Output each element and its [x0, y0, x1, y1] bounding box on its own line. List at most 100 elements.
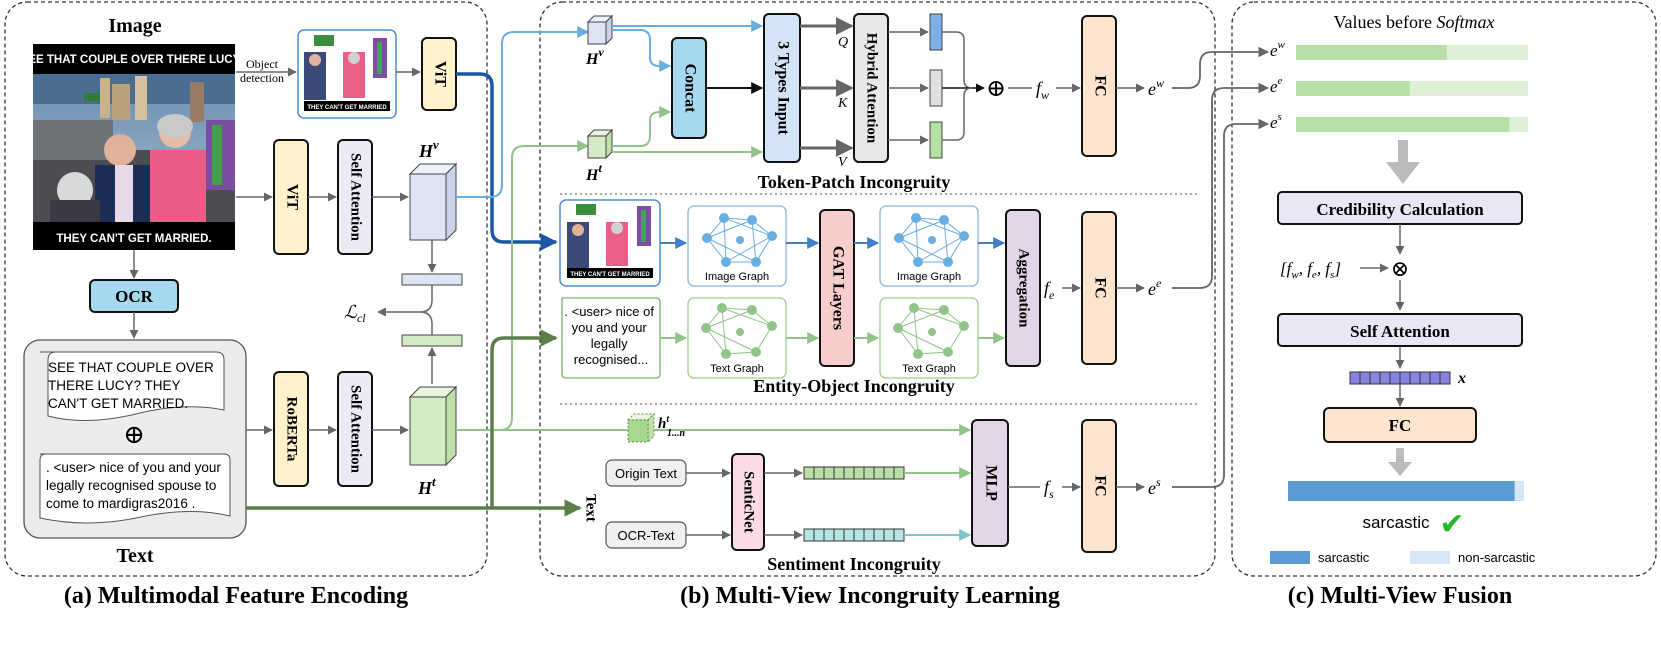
- roberta-label: RoBERTa: [284, 397, 300, 462]
- legend-sarcastic-label: sarcastic: [1318, 550, 1370, 565]
- otimes-icon: ⊗: [1391, 256, 1409, 281]
- out-vec-2: [929, 69, 943, 107]
- detected-objects-box: THEY CAN'T GET MARRIED: [297, 29, 397, 119]
- ocr-text-content: SEE THAT COUPLE OVER THERE LUCY? THEY CA…: [48, 360, 218, 411]
- senticnet-box: [731, 453, 765, 551]
- image-graph-2: [879, 205, 979, 287]
- text-graph-2-label: Text Graph: [902, 363, 956, 375]
- entity-object-title: Entity-Object Incongruity: [753, 376, 955, 396]
- fc-box-tokenpatch: [1081, 15, 1117, 157]
- caption-b: (b) Multi-View Incongruity Learning: [680, 583, 1060, 609]
- k-label: K: [837, 96, 848, 111]
- values-title: Values before Softmax: [1334, 12, 1495, 32]
- ht-label: Ht: [417, 474, 436, 498]
- text-crop-content: . <user> nice of you and your legally re…: [564, 304, 657, 367]
- q-label: Q: [838, 35, 848, 50]
- text-title: Text: [116, 545, 153, 567]
- panel-b-frame: [539, 1, 1216, 577]
- panel-c-frame: [1231, 1, 1657, 577]
- gat-box: [819, 209, 855, 367]
- sentiment-title: Sentiment Incongruity: [767, 554, 941, 574]
- x-vector: [1349, 371, 1451, 385]
- legend-non-sarcastic-label: non-sarcastic: [1458, 550, 1536, 565]
- route-ht-to-concat: [612, 106, 672, 147]
- caption-c: (c) Multi-View Fusion: [1288, 583, 1512, 609]
- ht-small-label: Ht: [585, 161, 602, 184]
- ht-small-cube: [586, 128, 614, 160]
- sentiment-vector-2: [803, 528, 905, 542]
- fusion-self-attention-label: Self Attention: [1350, 322, 1450, 341]
- ocr-text-label: OCR-Text: [617, 528, 674, 543]
- v-label: V: [838, 155, 848, 170]
- route-vit-to-graph: [456, 72, 558, 251]
- text-graph-1-label: Text Graph: [710, 363, 764, 375]
- fc-label-sentiment: FC: [1091, 475, 1108, 496]
- fusion-fc-label: FC: [1389, 416, 1412, 435]
- route-text-to-graph: [490, 329, 558, 508]
- ee-label: ee: [1148, 276, 1162, 299]
- crop-caption: THEY CAN'T GET MARRIED: [570, 272, 650, 278]
- fc-label-tokenpatch: FC: [1091, 75, 1108, 96]
- fc-box-sentiment: [1081, 419, 1117, 553]
- tokenpatch-plus-icon: ⊕: [986, 76, 1006, 102]
- value-bars-chart: [1296, 45, 1528, 132]
- self-attention-box-text: [337, 371, 373, 487]
- image-graph-1: [687, 205, 787, 287]
- es-label: es: [1148, 475, 1161, 498]
- fs-label: fs: [1044, 477, 1054, 501]
- route-ee-to-fusion: [1172, 82, 1270, 289]
- value-bar-fill-1: [1296, 45, 1447, 60]
- text-route-label: Text: [583, 494, 599, 522]
- tokenpatch-title: Token-Patch Incongruity: [758, 172, 951, 192]
- ht-token-cube: [626, 412, 656, 444]
- meme-bottom-caption: THEY CAN'T GET MARRIED.: [56, 233, 211, 245]
- ew-label: ew: [1148, 76, 1164, 99]
- text-graph-1: [687, 297, 787, 379]
- aggregation-label: Aggregation: [1016, 249, 1032, 329]
- ht-pooled-bar: [401, 334, 463, 347]
- fusion-ew-label: ew: [1270, 39, 1286, 60]
- out-vec-3: [929, 121, 943, 159]
- image-graph-1-label: Image Graph: [705, 271, 769, 283]
- legend-non-sarcastic-swatch: [1410, 551, 1450, 564]
- hv-cube: [408, 162, 458, 242]
- object-crop-box: THEY CAN'T GET MARRIED: [559, 199, 661, 287]
- fw-label: fw: [1036, 78, 1049, 102]
- result-label: sarcastic: [1362, 513, 1430, 532]
- legend-sarcastic-swatch: [1270, 551, 1310, 564]
- aggregation-box: [1005, 209, 1041, 367]
- small-down-arrow: [1388, 448, 1412, 476]
- object-detection-label-1: Object: [246, 57, 279, 71]
- route-es-to-fusion: [1172, 118, 1270, 488]
- self-attention-label-text: Self Attention: [348, 385, 364, 474]
- hv-label: Hv: [418, 137, 439, 161]
- out-vec-1: [929, 13, 943, 51]
- detected-caption: THEY CAN'T GET MARRIED: [307, 105, 387, 111]
- user-text-card: [39, 453, 231, 524]
- join-line-1: [942, 31, 973, 89]
- image-title: Image: [108, 15, 161, 37]
- sentiment-vector-1: [803, 466, 905, 480]
- hv-small-cube: [586, 14, 614, 46]
- panel-a-frame: [4, 1, 488, 577]
- value-bar-fill-3: [1296, 117, 1510, 132]
- fusion-es-label: es: [1270, 111, 1282, 132]
- text-crop-box: [561, 297, 661, 379]
- object-detection-label-2: detection: [240, 71, 284, 85]
- ht-cube: [408, 385, 458, 467]
- hv-pooled-bar: [401, 273, 463, 286]
- contrastive-loss-label: ℒcl: [344, 302, 366, 325]
- text-plus-icon: ⊕: [123, 420, 145, 449]
- origin-text-label: Origin Text: [615, 466, 677, 481]
- final-prediction-bar: [1288, 481, 1524, 501]
- route-hv-to-tokenpatch: [456, 26, 590, 198]
- mlp-label: MLP: [982, 465, 999, 501]
- meme-top-caption: SEE THAT COUPLE OVER THERE LUCY?: [21, 54, 248, 66]
- fusion-ee-label: ee: [1270, 75, 1283, 96]
- meme-image: SEE THAT COUPLE OVER THERE LUCY? THEY CA…: [21, 44, 248, 250]
- self-attention-label-img: Self Attention: [348, 153, 364, 242]
- fusion-fc-box: [1323, 407, 1477, 443]
- join-line-3: [942, 87, 973, 141]
